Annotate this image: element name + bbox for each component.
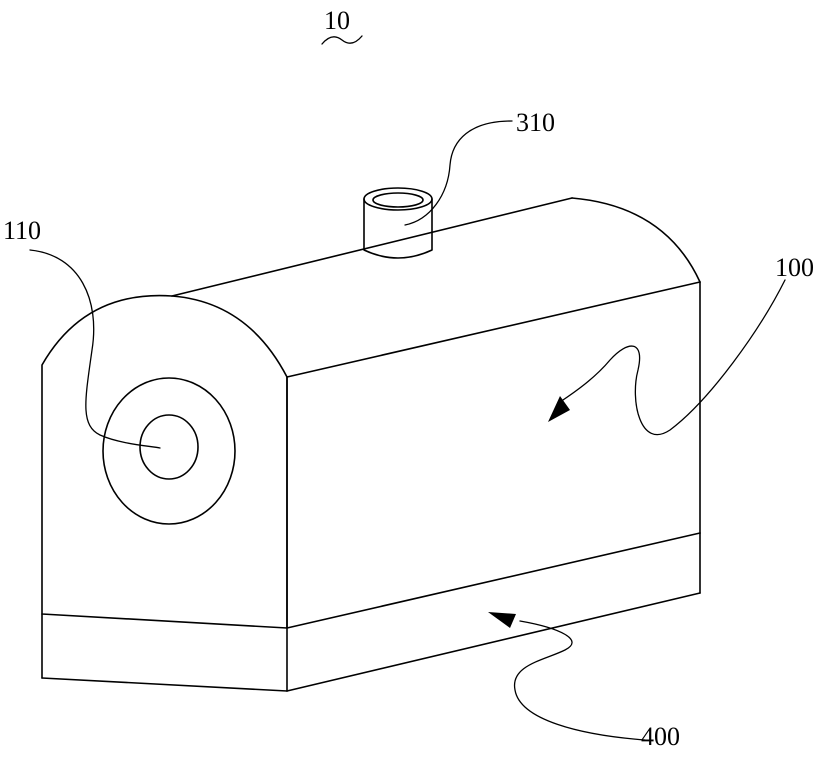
assembly-tilde-mark [322,36,362,44]
end-port-inner-bore [140,415,198,479]
label-base: 400 [641,724,680,750]
end-port [103,378,235,524]
label-end-port: 110 [3,218,41,244]
housing-end-face [42,296,287,628]
label-assembly: 10 [324,8,350,34]
housing-body [42,198,700,628]
connector-inner-rim [373,193,423,207]
arrowhead-400 [488,612,516,628]
connector-body [364,199,432,258]
leader-310 [405,121,512,225]
leader-110 [30,250,160,448]
label-top-connector: 310 [516,110,555,136]
end-port-outer-ring [103,378,235,524]
housing-top-rear-edge [172,198,572,296]
base-plate [42,533,700,691]
arrowhead-100 [548,396,570,422]
housing-front-top-edge [287,282,700,377]
leader-100 [560,280,785,435]
base-end-bottom [42,678,287,691]
housing-rear-cap [572,198,700,282]
base-front-bottom [287,593,700,691]
leader-400 [515,621,645,740]
label-housing: 100 [775,255,814,281]
top-connector [364,188,432,258]
